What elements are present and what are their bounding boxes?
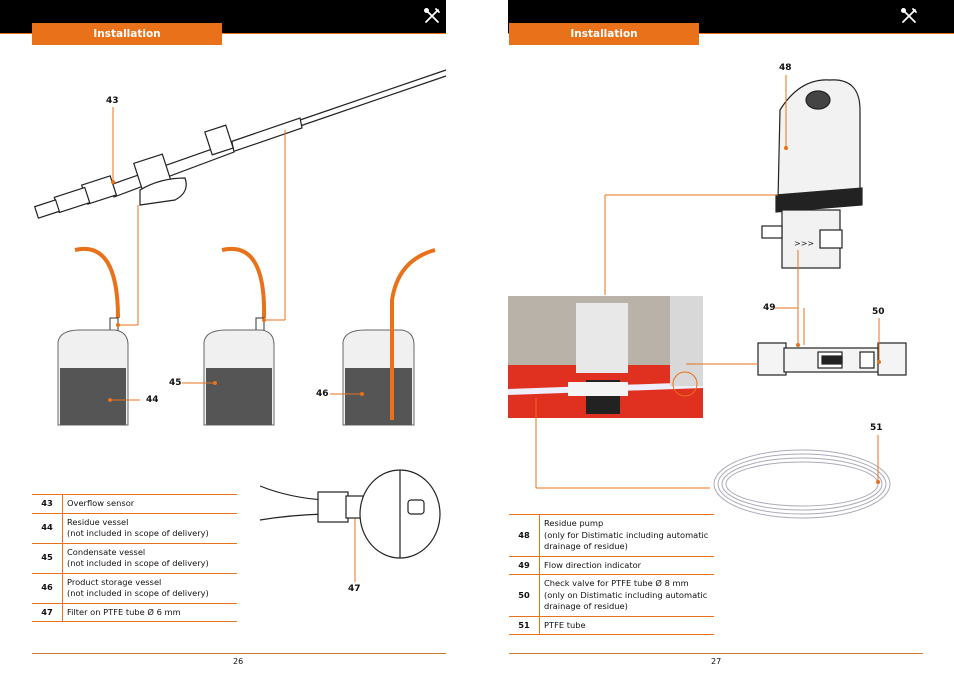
callout-49: 49 [763,303,776,313]
residue-pump-drawing: >>> [761,79,863,269]
part-number: 48 [509,514,540,557]
footer-rule-left [32,653,446,654]
callout-50: 50 [872,307,885,317]
part-number: 46 [32,573,63,604]
header-rule-right [508,33,954,34]
part-number: 43 [32,494,63,514]
condensate-vessel-drawing [203,246,275,426]
table-row: 51 PTFE tube [509,616,714,635]
tools-icon [423,7,440,23]
page-number-left: 26 [233,657,244,666]
part-description: Product storage vessel(not included in s… [62,573,237,604]
overflow-sensor-drawing [33,69,447,219]
table-row: 50 Check valve for PTFE tube Ø 8 mm(only… [509,574,714,617]
pump-photo [507,296,704,418]
pump-illustration: >>> [507,75,907,519]
callout-43: 43 [106,96,119,106]
part-description: Overflow sensor [62,494,237,514]
table-row: 45 Condensate vessel(not included in sco… [32,543,237,574]
part-description: Flow direction indicator [539,556,714,575]
svg-text:>>>: >>> [794,239,814,248]
callout-47: 47 [348,584,361,594]
part-number: 45 [32,543,63,574]
part-number: 51 [509,616,540,635]
table-row: 47 Filter on PTFE tube Ø 6 mm [32,603,237,622]
callout-44: 44 [146,395,159,405]
table-row: 48 Residue pump(only for Distimatic incl… [509,514,714,557]
part-description: Condensate vessel(not included in scope … [62,543,237,574]
section-tab-left: Installation [32,23,222,45]
part-number: 47 [32,603,63,622]
ptfe-tube-drawing [713,449,891,519]
part-description: Residue pump(only for Distimatic includi… [539,514,714,557]
part-number: 44 [32,513,63,544]
page-number-right: 27 [711,657,722,666]
section-tab-right: Installation [509,23,699,45]
table-row: 46 Product storage vessel(not included i… [32,573,237,604]
product-storage-vessel-drawing [342,248,436,426]
filter-drawing [259,469,441,559]
check-valve-drawing [757,342,907,376]
part-description: Filter on PTFE tube Ø 6 mm [62,603,237,622]
parts-table-right: 48 Residue pump(only for Distimatic incl… [509,514,714,635]
part-description: Check valve for PTFE tube Ø 8 mm(only on… [539,574,714,617]
table-row: 49 Flow direction indicator [509,556,714,575]
vessels-illustration [33,69,447,582]
footer-rule-right [509,653,923,654]
tools-icon [900,7,917,23]
residue-vessel-drawing [57,246,129,426]
part-description: PTFE tube [539,616,714,635]
part-number: 49 [509,556,540,575]
table-row: 43 Overflow sensor [32,494,237,514]
part-number: 50 [509,574,540,617]
part-description: Residue vessel(not included in scope of … [62,513,237,544]
callout-46: 46 [316,389,329,399]
table-row: 44 Residue vessel(not included in scope … [32,513,237,544]
callout-45: 45 [169,378,182,388]
parts-table-left: 43 Overflow sensor 44 Residue vessel(not… [32,494,237,622]
callout-51: 51 [870,423,883,433]
callout-48: 48 [779,63,792,73]
header-rule-left [0,33,446,34]
